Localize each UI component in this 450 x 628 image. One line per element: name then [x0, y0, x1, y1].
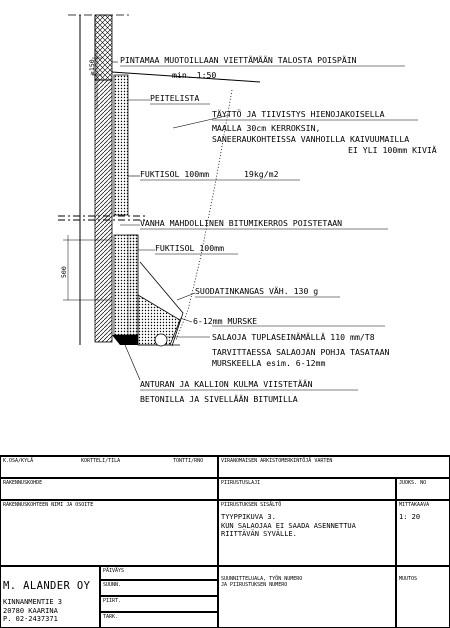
label-drain-2: MURSKEELLA esim. 6-12mm	[212, 358, 325, 368]
dim-top: ≥150	[88, 59, 96, 75]
label-old-bitumen: VANHA MAHDOLLINEN BITUMIKERROS POISTETAA…	[140, 218, 342, 228]
cell-rakennuskohde: RAKENNUSKOHDE	[0, 478, 218, 500]
label-fill-2: MAALLA 30cm KERROKSIN,	[212, 123, 320, 133]
content-line-3: RIITTÄVÄN SYVÄLLE.	[221, 530, 297, 538]
cell-piirustuslaji: PIIRUSTUSLAJI	[218, 478, 396, 500]
excavation-slope	[175, 89, 233, 341]
dim-500: 500	[60, 266, 68, 278]
cell-piirt: PIIRT.	[100, 596, 218, 612]
label-fill-4: EI YLI 100mm KIVIÄ	[348, 145, 437, 155]
footing-corner	[112, 335, 138, 345]
title-block: K.OSA/KYLÄ KORTTELI/TILA TONTTI/RNO VIRA…	[0, 455, 450, 628]
section-drawing: ≥150 500 PINTAMAA MUOTOILLAAN VIETTÄMÄÄN…	[58, 14, 437, 404]
cell-juoks: JUOKS. NO	[396, 478, 450, 500]
label-filter-fabric: SUODATINKANGAS VÄH. 130 g	[195, 286, 318, 296]
address-2: 20780 KAARINA	[3, 606, 58, 615]
cell-tark: TARK.	[100, 612, 218, 628]
cell-paivays: PÄIVÄYS	[100, 566, 218, 580]
cell-virano: VIRANOMAISEN ARKISTOMERKINTÖJÄ VARTEN	[218, 456, 450, 478]
label-gravel: 6-12mm MURSKE	[193, 316, 257, 326]
label-fill-3: SANEERAUKOHTEISSA VANHOILLA KAIVUUMAILLA	[212, 134, 409, 144]
label-cover-strip: PEITELISTA	[150, 93, 199, 103]
label-fuktisol-top: FUKTISOL 100mm	[140, 169, 209, 179]
label-drain-pipe: SALAOJA TUPLASEINÄMÄLLÄ 110 mm/T8	[212, 332, 375, 342]
cell-company: M. ALANDER OY KINNANMENTIE 3 20780 KAARI…	[0, 566, 100, 628]
cell-muutos: MUUTOS	[396, 566, 450, 628]
label-footing-1: ANTURAN JA KALLION KULMA VIISTETÄÄN	[140, 379, 313, 389]
content-line-2: KUN SALAOJAA EI SAADA ASENNETTUA	[221, 521, 356, 530]
company-name: M. ALANDER OY	[3, 580, 91, 592]
label-drain-1: TARVITTAESSA SALAOJAN POHJA TASATAAN	[212, 347, 390, 357]
label-fill-1: TÄYTTÖ JA TIIVISTYS HIENOJAKOISELLA	[212, 109, 385, 119]
cell-rk-nimi: RAKENNUSKOHTEEN NIMI JA OSOITE	[0, 500, 218, 566]
label-slope: min. 1:50	[172, 70, 216, 80]
cell-mittakaava: MITTAKAAVA 1: 20	[396, 500, 450, 566]
fuktisol-upper	[113, 74, 129, 216]
drain-pipe	[154, 333, 168, 347]
label-fuktisol-weight: 19kg/m2	[244, 169, 279, 179]
label-surface: PINTAMAA MUOTOILLAAN VIETTÄMÄÄN TALOSTA …	[120, 55, 357, 65]
wall-timber	[94, 14, 113, 81]
cell-sisalto: PIIRUSTUKSEN SISÄLTÖ TYYPPIKUVA 3. KUN S…	[218, 500, 396, 566]
wall-upper	[94, 79, 113, 343]
label-footing-2: BETONILLA JA SIVELLÄÄN BITUMILLA	[140, 394, 298, 404]
scale-value: 1: 20	[399, 513, 421, 521]
cell-suunn: SUUNN.	[100, 580, 218, 596]
content-line-1: TYYPPIKUVA 3.	[221, 513, 276, 521]
address-1: KINNANMENTIE 3	[3, 598, 63, 606]
label-fuktisol-bottom: FUKTISOL 100mm	[155, 243, 224, 253]
cell-suunnitteluala: SUUNNITTELUALA, TYÖN NUMERO JA PIIRUSTUK…	[218, 566, 396, 628]
address-3: P. 02-2437371	[3, 615, 58, 623]
cell-kosa: K.OSA/KYLÄ KORTTELI/TILA TONTTI/RNO	[0, 456, 218, 478]
